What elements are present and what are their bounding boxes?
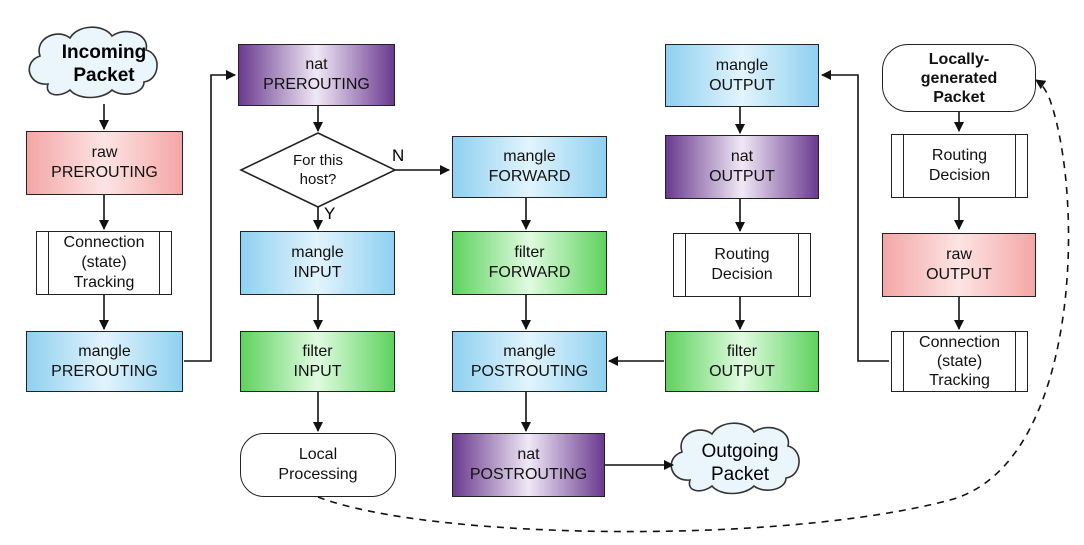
incoming-packet-cloud — [28, 26, 158, 99]
local-processing-line-1: Local — [298, 446, 338, 463]
nat-postrouting-box: nat POSTROUTING — [452, 433, 605, 497]
mangle-output-line-1: mangle — [715, 56, 769, 74]
mangle-postrouting-box: mangle POSTROUTING — [452, 331, 607, 392]
routing-2-line-1: Routing — [931, 147, 988, 164]
mangle-forward-line-2: FORWARD — [488, 168, 571, 185]
local-processing-box: Local Processing — [240, 433, 396, 497]
filter-forward-line-2: FORWARD — [488, 264, 571, 281]
filter-forward-line-1: filter — [514, 244, 545, 261]
conntrack-box-1: Connection (state) Tracking — [36, 231, 172, 295]
outgoing-line-1: Outgoing — [701, 441, 779, 462]
mangle-forward-box: mangle FORWARD — [452, 136, 607, 198]
routing-decision-box-2: Routing Decision — [891, 134, 1028, 198]
nat-output-box: nat OUTPUT — [665, 135, 819, 199]
nat-prerouting-line-1: nat — [305, 56, 328, 73]
mangle-output-box: mangle OUTPUT — [665, 44, 819, 107]
mangle-postrouting-line-1: mangle — [503, 342, 556, 360]
mangle-prerouting-line-1: mangle — [78, 342, 131, 360]
nat-postrouting-line-1: nat — [517, 446, 540, 463]
local-processing-line-2: Processing — [278, 466, 358, 483]
local-gen-line-1: Locally- — [928, 50, 990, 68]
edge-label-yes: Y — [324, 204, 336, 223]
nat-postrouting-line-2: POSTROUTING — [469, 466, 588, 483]
decision-line-1: For this — [292, 152, 343, 169]
local-gen-line-3: Packet — [933, 88, 985, 106]
mangle-input-line-2: INPUT — [293, 264, 342, 281]
filter-input-line-1: filter — [302, 342, 333, 360]
raw-output-box: raw OUTPUT — [882, 233, 1036, 297]
mangle-output-line-2: OUTPUT — [709, 76, 775, 94]
nat-output-line-2: OUTPUT — [709, 168, 775, 185]
outgoing-line-2: Packet — [710, 464, 770, 485]
incoming-line-1: Incoming — [61, 42, 147, 63]
routing-1-line-2: Decision — [711, 266, 773, 283]
incoming-packet-label: Incoming Packet — [50, 37, 158, 91]
decision-line-2: host? — [299, 171, 337, 188]
routing-1-line-1: Routing — [714, 246, 770, 263]
dashed-arrow-local-to-generated — [317, 79, 1070, 533]
conntrack-2-line-2: (state) — [936, 353, 983, 370]
arrow-mangle-pre-to-nat-pre — [184, 70, 236, 362]
routing-2-line-2: Decision — [928, 167, 991, 184]
mangle-input-box: mangle INPUT — [240, 231, 395, 295]
mangle-postrouting-line-2: POSTROUTING — [470, 362, 589, 380]
raw-prerouting-box: raw PREROUTING — [26, 131, 183, 195]
filter-forward-box: filter FORWARD — [452, 231, 607, 295]
locally-generated-box: Locally- generated Packet — [882, 44, 1036, 112]
incoming-line-2: Packet — [73, 65, 135, 86]
conntrack-box-2: Connection (state) Tracking — [891, 331, 1028, 392]
mangle-prerouting-line-2: PREROUTING — [51, 362, 158, 380]
nat-output-line-1: nat — [730, 148, 754, 165]
raw-prerouting-line-2: PREROUTING — [51, 164, 158, 181]
routing-decision-box-1: Routing Decision — [673, 233, 811, 297]
mangle-input-line-1: mangle — [291, 244, 344, 261]
raw-output-line-2: OUTPUT — [926, 266, 992, 283]
outgoing-packet-cloud — [670, 422, 800, 495]
nat-prerouting-box: nat PREROUTING — [238, 44, 395, 106]
arrow-conntrack-to-mangle-out — [821, 70, 889, 362]
nat-prerouting-line-2: PREROUTING — [263, 76, 370, 93]
conntrack-1-line-2: (state) — [81, 254, 127, 271]
filter-input-box: filter INPUT — [240, 331, 395, 392]
conntrack-2-line-3: Tracking — [929, 372, 990, 389]
mangle-forward-line-1: mangle — [503, 148, 556, 165]
local-gen-line-2: generated — [920, 69, 998, 87]
raw-output-line-1: raw — [946, 246, 972, 263]
filter-output-box: filter OUTPUT — [665, 331, 819, 392]
decision-for-host-label: For this host? — [268, 148, 368, 192]
raw-prerouting-line-1: raw — [91, 144, 118, 161]
conntrack-1-line-3: Tracking — [73, 274, 135, 291]
edge-label-no: N — [392, 146, 405, 165]
mangle-prerouting-box: mangle PREROUTING — [26, 331, 183, 392]
outgoing-packet-label: Outgoing Packet — [690, 436, 790, 490]
filter-output-line-2: OUTPUT — [709, 362, 775, 380]
filter-output-line-1: filter — [726, 342, 758, 360]
conntrack-2-line-1: Connection — [919, 334, 1000, 351]
conntrack-1-line-1: Connection — [63, 234, 145, 251]
filter-input-line-2: INPUT — [293, 362, 342, 380]
